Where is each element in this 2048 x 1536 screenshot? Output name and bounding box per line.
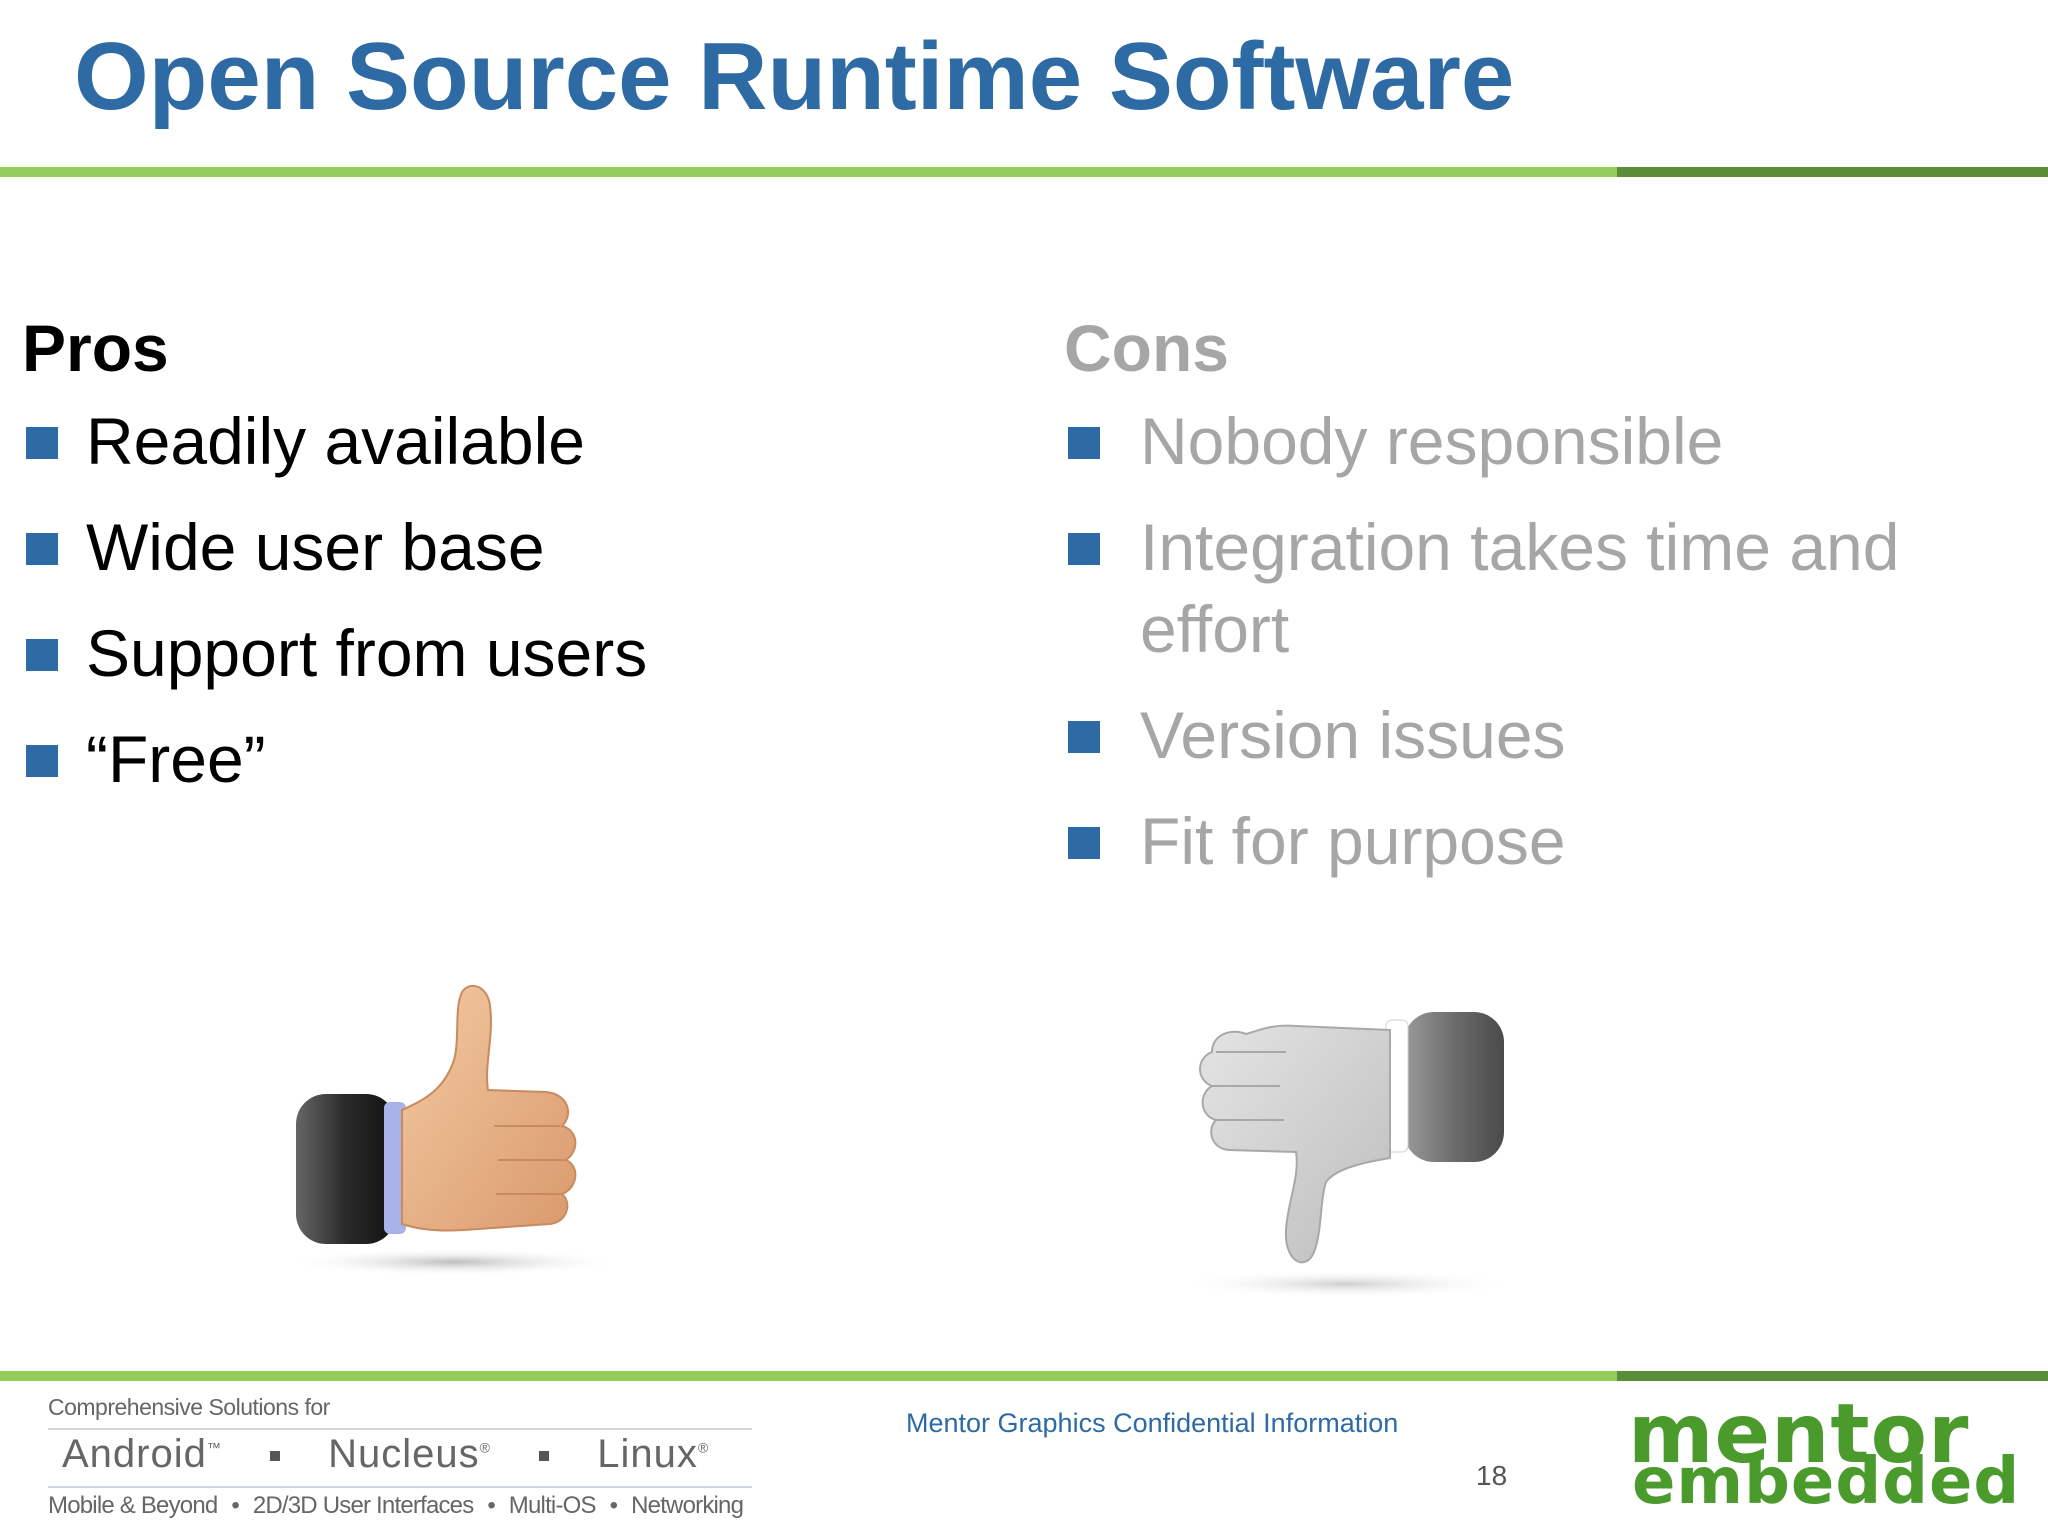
area-item: Mobile & Beyond — [48, 1492, 218, 1519]
cons-heading: Cons — [1064, 311, 1229, 385]
area-item: Multi-OS — [508, 1492, 597, 1519]
cons-item-text: Fit for purpose — [1140, 804, 1566, 878]
footer-tagline: Comprehensive Solutions for — [48, 1394, 330, 1420]
footer-divider — [48, 1486, 752, 1488]
square-bullet-icon — [1068, 721, 1100, 753]
confidential-notice: Mentor Graphics Confidential Information — [906, 1408, 1399, 1438]
logo-line-1: mentor — [1628, 1387, 1970, 1482]
area-item: 2D/3D User Interfaces — [252, 1492, 474, 1519]
pros-item-text: “Free” — [86, 722, 266, 796]
list-item: Readily available — [22, 400, 1022, 482]
pros-item-text: Readily available — [86, 404, 585, 478]
cons-list: Nobody responsible Integration takes tim… — [1064, 400, 2004, 882]
mentor-embedded-logo: mentor embedded — [1628, 1394, 2024, 1519]
thumbs-down-icon — [1176, 1012, 1516, 1298]
trademark-mark: ™ — [206, 1439, 222, 1456]
cons-column: Cons Nobody responsible Integration take… — [1064, 308, 2004, 906]
pros-item-text: Support from users — [86, 616, 648, 690]
square-bullet-icon — [26, 427, 58, 459]
footer-products: Android™ Nucleus® Linux® — [62, 1432, 709, 1477]
square-separator-icon — [539, 1451, 550, 1462]
square-bullet-icon — [1068, 533, 1100, 565]
logo-line-2: embedded — [1632, 1445, 2021, 1519]
cons-item-text: Integration takes time and effort — [1140, 510, 1900, 666]
pros-column: Pros Readily available Wide user base Su… — [22, 308, 1022, 824]
cons-item-text: Version issues — [1140, 698, 1566, 772]
page-number: 18 — [1476, 1460, 1508, 1491]
square-bullet-icon — [26, 745, 58, 777]
footer-divider — [48, 1428, 752, 1430]
product-android: Android — [62, 1432, 207, 1476]
list-item: Version issues — [1064, 694, 2004, 776]
footer-product-banner: Comprehensive Solutions for Android™ Nuc… — [48, 1394, 758, 1524]
footer-areas: Mobile & Beyond • 2D/3D User Interfaces … — [48, 1492, 744, 1520]
slide-title: Open Source Runtime Software — [74, 23, 1515, 130]
area-separator: • — [487, 1492, 495, 1519]
top-divider — [0, 167, 2048, 177]
registered-mark: ® — [479, 1439, 491, 1456]
square-separator-icon — [270, 1451, 280, 1462]
product-linux: Linux — [597, 1432, 698, 1476]
bottom-divider — [0, 1371, 2048, 1381]
area-separator: • — [231, 1492, 239, 1519]
list-item: Fit for purpose — [1064, 800, 2004, 882]
list-item: “Free” — [22, 718, 1022, 800]
square-bullet-icon — [26, 639, 58, 671]
product-nucleus: Nucleus — [328, 1432, 480, 1476]
list-item: Integration takes time and effort — [1064, 506, 2004, 670]
area-separator: • — [609, 1492, 618, 1519]
registered-mark: ® — [697, 1439, 710, 1456]
thumbs-up-icon — [284, 984, 624, 1276]
list-item: Wide user base — [22, 506, 1022, 588]
pros-list: Readily available Wide user base Support… — [22, 400, 1022, 800]
area-item: Networking — [631, 1492, 744, 1519]
list-item: Support from users — [22, 612, 1022, 694]
list-item: Nobody responsible — [1064, 400, 2004, 482]
square-bullet-icon — [1068, 427, 1100, 459]
square-bullet-icon — [1068, 827, 1100, 859]
pros-heading: Pros — [22, 311, 169, 385]
cons-item-text: Nobody responsible — [1140, 404, 1724, 478]
pros-item-text: Wide user base — [86, 510, 545, 584]
square-bullet-icon — [26, 533, 58, 565]
